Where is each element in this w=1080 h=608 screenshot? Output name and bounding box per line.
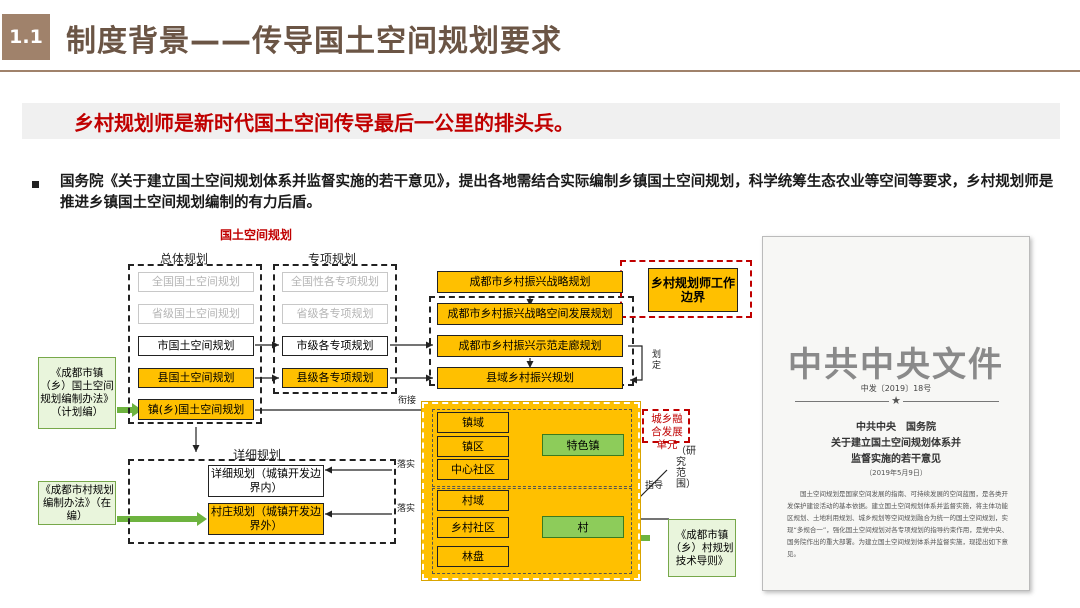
title-divider xyxy=(0,70,1080,72)
rural-strategy-plan: 成都市乡村振兴战略规划 xyxy=(437,271,623,293)
fusion-unit-frame xyxy=(642,409,690,443)
special-provincial: 省级各专项规划 xyxy=(282,304,388,324)
overall-plan-frame xyxy=(128,264,262,424)
highlight-banner xyxy=(22,103,1060,139)
unit-town-area: 镇域 xyxy=(437,412,509,433)
planner-boundary-box: 乡村规划师工作边界 xyxy=(648,268,738,312)
document-number: 中发〔2019〕18号 xyxy=(860,384,932,393)
plan-provincial: 省级国土空间规划 xyxy=(138,304,254,324)
document-title-line2: 监督实施的若干意见 xyxy=(851,454,941,465)
unit-forest-settlement: 林盘 xyxy=(437,546,509,567)
village-plan-box: 村庄规划（城镇开发边界外） xyxy=(208,503,324,535)
page-title: 制度背景——传导国土空间规划要求 xyxy=(66,24,562,59)
document-date: （2019年5月9日） xyxy=(865,469,927,477)
fusion-unit-label: 城乡融合发展单元 xyxy=(651,413,683,451)
diagram-title: 国土空间规划 xyxy=(220,228,293,242)
research-scope-label: （研究范围） xyxy=(676,446,696,490)
detailed-plan-label: 详细规划 xyxy=(233,448,282,462)
plan-national: 全国国土空间规划 xyxy=(138,272,254,292)
special-national: 全国性各专项规划 xyxy=(282,272,388,292)
guide-label: 指导 xyxy=(645,481,664,491)
bullet-icon xyxy=(32,181,39,188)
village-subframe xyxy=(432,488,632,574)
town-subframe xyxy=(432,409,632,487)
star-icon: ★ xyxy=(889,394,903,407)
village-box: 村 xyxy=(542,516,624,538)
special-town-box: 特色镇 xyxy=(542,434,624,456)
implement-label-1: 落实 xyxy=(397,460,416,470)
plan-city: 市国土空间规划 xyxy=(138,336,254,356)
plan-county: 县国土空间规划 xyxy=(138,368,254,388)
town-method-note: 《成都市镇（乡）国土空间规划编制办法》（计划编） xyxy=(38,357,116,429)
document-title-line1: 关于建立国土空间规划体系并 xyxy=(831,438,961,449)
document-body: 国土空间规划是国家空间发展的指南、可持续发展的空间蓝图，是各类开发保护建设活动的… xyxy=(787,490,1009,558)
document-issuers: 中共中央 国务院 xyxy=(856,422,936,433)
special-plan-frame xyxy=(273,264,397,394)
plan-township: 镇(乡)国土空间规划 xyxy=(138,399,254,420)
policy-document-image: 中共中央文件 中发〔2019〕18号 ★ 中共中央 国务院 关于建立国土空间规划… xyxy=(762,236,1030,591)
overall-plan-label: 总体规划 xyxy=(160,252,209,266)
county-rural-plan: 县域乡村振兴规划 xyxy=(437,367,623,389)
guide-note: 《成都市镇（乡）村规划技术导则》 xyxy=(668,519,736,577)
unit-town-center: 镇区 xyxy=(437,436,509,457)
rural-corridor-plan: 成都市乡村振兴示范走廊规划 xyxy=(437,335,623,357)
detailed-plan-frame xyxy=(128,459,396,544)
special-city: 市级各专项规划 xyxy=(282,336,388,356)
intro-paragraph: 国务院《关于建立国土空间规划体系并监督实施的若干意见》，提出各地需结合实际编制乡… xyxy=(60,174,1054,211)
village-method-note: 《成都市村规划编制办法》（在编） xyxy=(38,481,116,525)
unit-center-community: 中心社区 xyxy=(437,459,509,480)
delineate-label: 划定 xyxy=(652,350,662,371)
special-county: 县级各专项规划 xyxy=(282,368,388,388)
rural-spatial-plan: 成都市乡村振兴战略空间发展规划 xyxy=(437,303,623,325)
detailed-plan-box: 详细规划（城镇开发边界内） xyxy=(208,465,324,497)
unit-village-area: 村域 xyxy=(437,490,509,511)
link-label: 衔接 xyxy=(398,396,417,406)
document-header: 中共中央文件 xyxy=(788,345,1004,385)
banner-text: 乡村规划师是新时代国土空间传导最后一公里的排头兵。 xyxy=(74,111,574,135)
special-plan-label: 专项规划 xyxy=(308,252,357,266)
unit-rural-community: 乡村社区 xyxy=(437,517,509,538)
section-number-badge: 1.1 xyxy=(2,14,50,60)
implement-label-2: 落实 xyxy=(397,504,416,514)
